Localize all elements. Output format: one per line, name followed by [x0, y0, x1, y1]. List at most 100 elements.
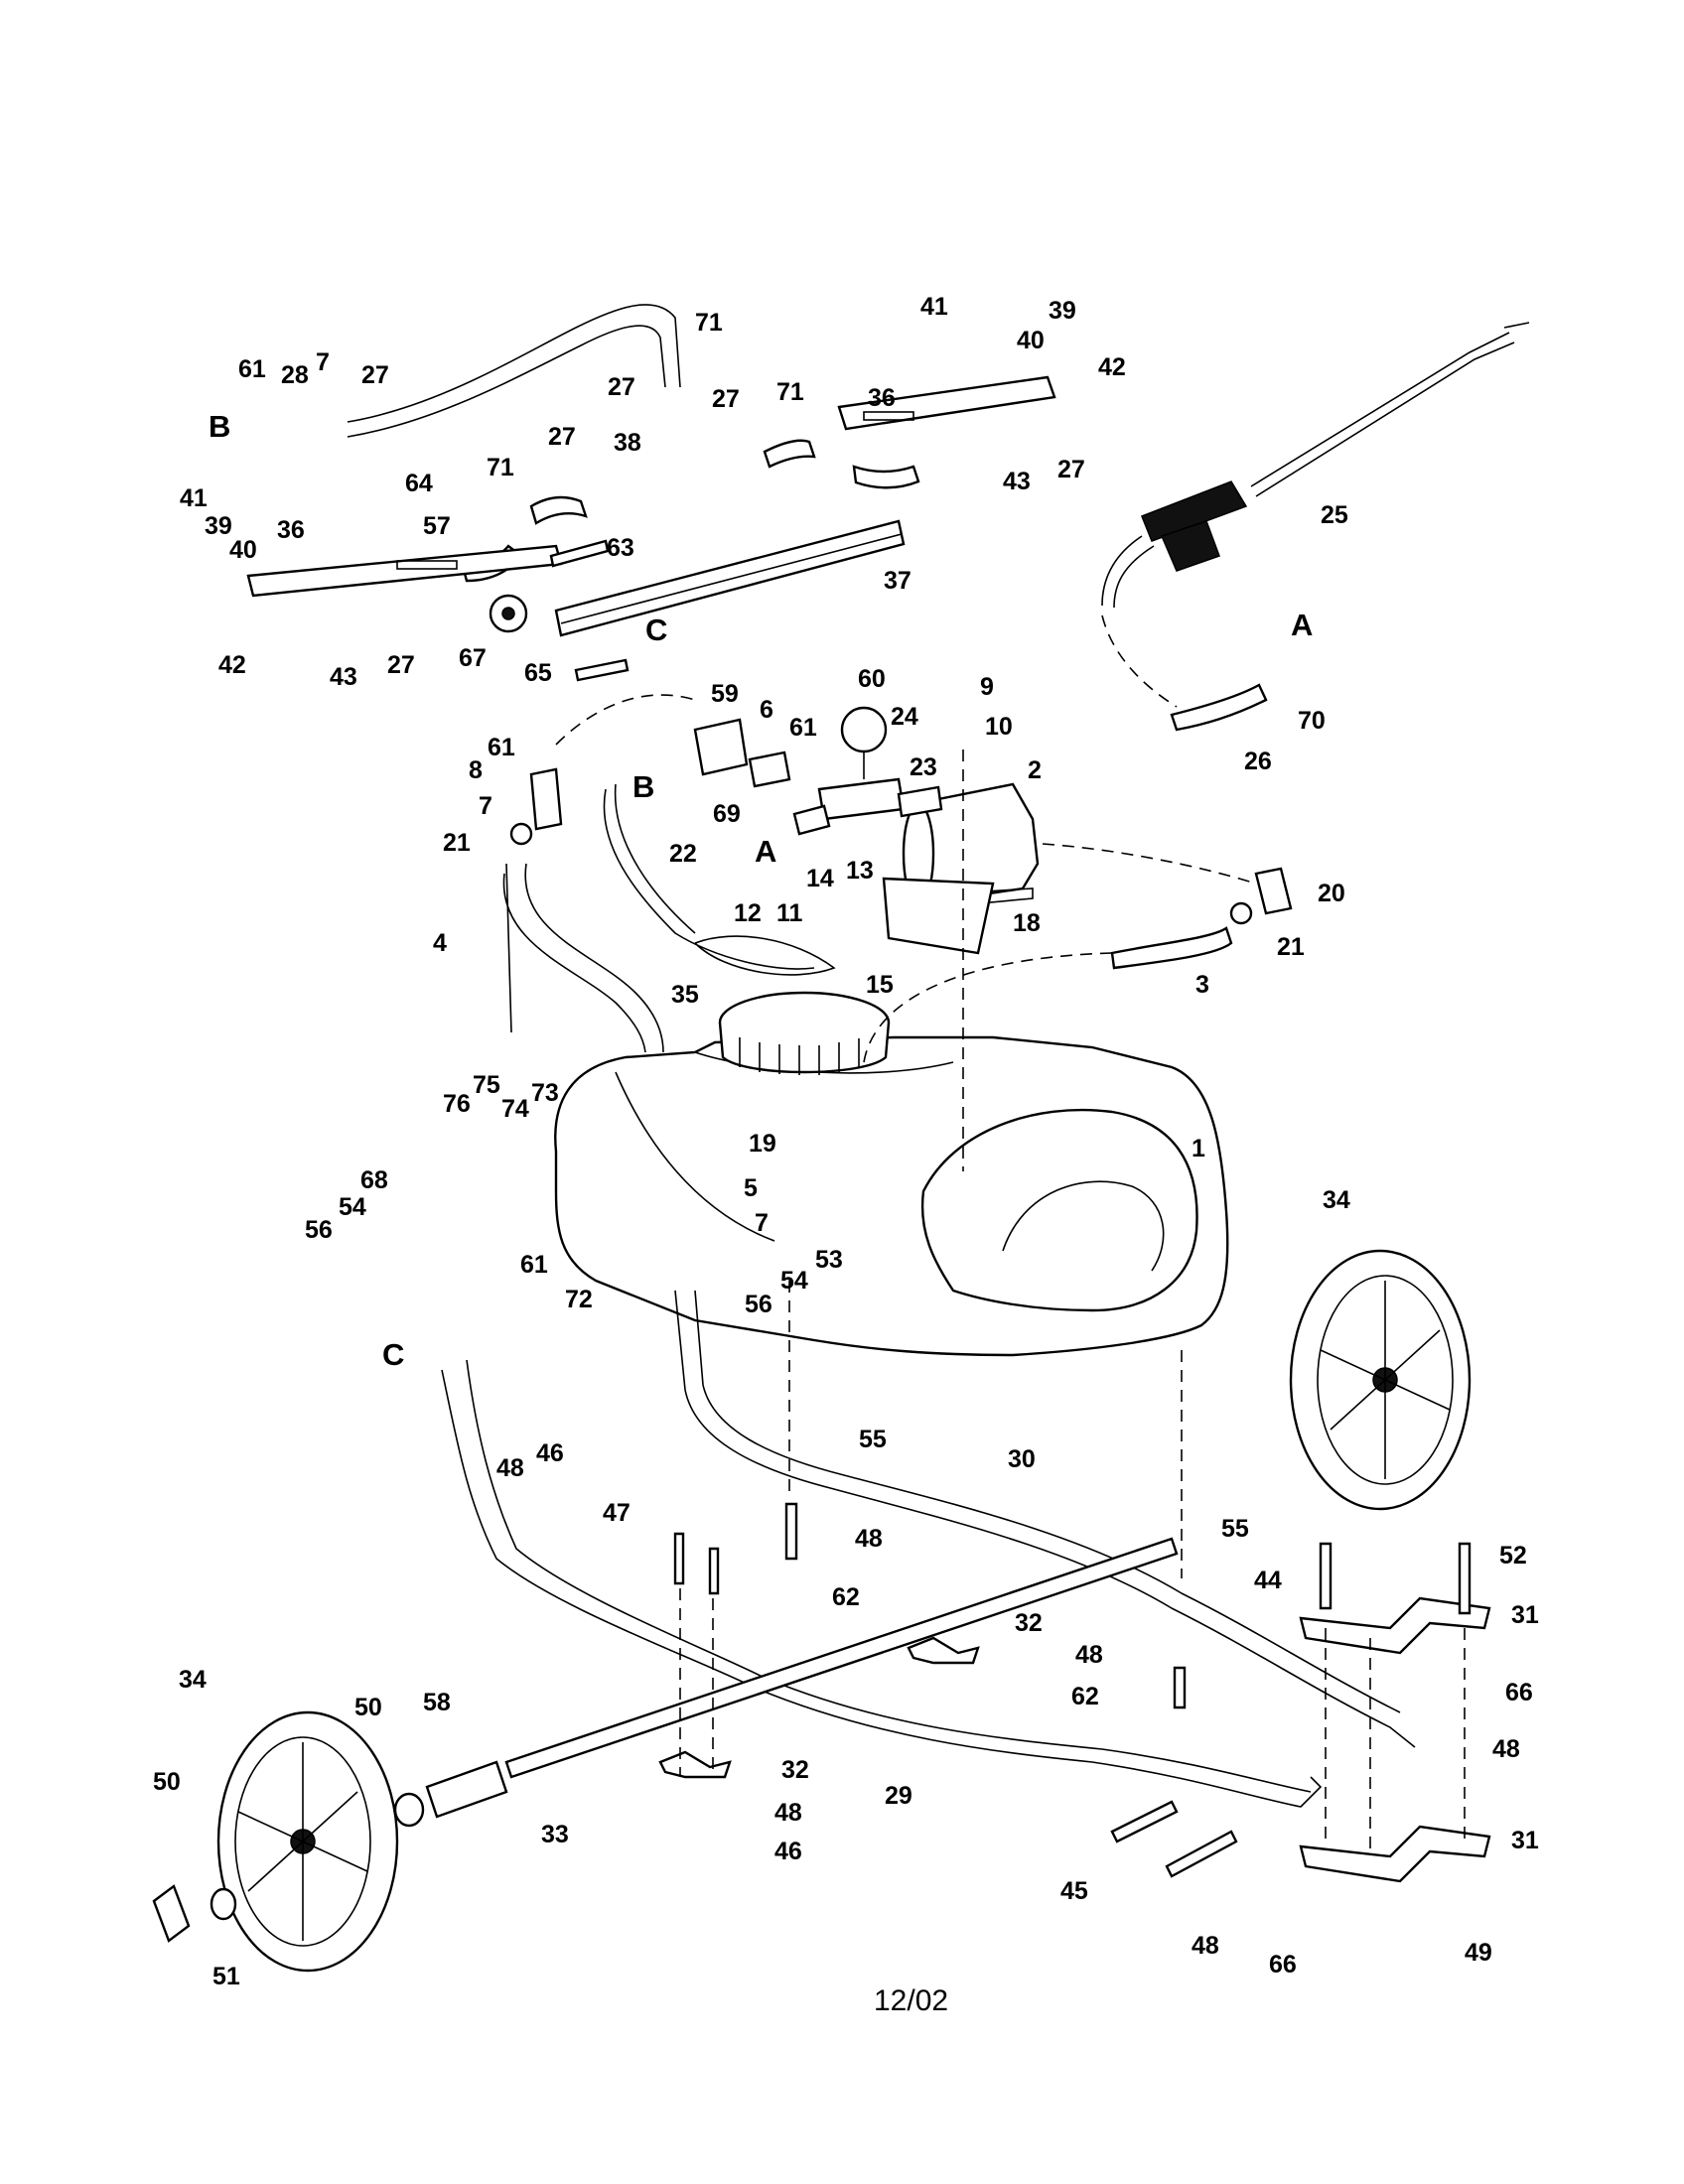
- callout-7: 7: [479, 792, 492, 820]
- fitting-8-7: [529, 767, 563, 831]
- reference-letter-C: C: [645, 613, 667, 647]
- callout-72: 72: [565, 1286, 593, 1313]
- callout-46: 46: [774, 1838, 802, 1865]
- callout-14: 14: [806, 865, 834, 892]
- callout-68: 68: [360, 1166, 388, 1194]
- callout-54: 54: [780, 1267, 808, 1295]
- callout-62: 62: [832, 1583, 860, 1611]
- fitting-59: [693, 718, 749, 776]
- bolt-45-b: [1165, 1830, 1238, 1878]
- callout-63: 63: [607, 534, 634, 562]
- callout-42: 42: [1098, 353, 1126, 381]
- callout-27: 27: [1057, 456, 1085, 483]
- callout-65: 65: [524, 659, 552, 687]
- washer-50-b: [210, 1887, 237, 1921]
- hose-71-top: [347, 304, 681, 438]
- callout-5: 5: [744, 1174, 758, 1202]
- callout-32: 32: [1015, 1609, 1043, 1637]
- cap-51: [152, 1884, 191, 1943]
- callout-57: 57: [423, 512, 451, 540]
- hose-26: [1170, 683, 1268, 732]
- callout-73: 73: [531, 1079, 559, 1107]
- callout-43: 43: [330, 663, 357, 691]
- callout-35: 35: [671, 981, 699, 1009]
- callout-59: 59: [711, 680, 739, 708]
- callout-23: 23: [910, 753, 937, 781]
- bracket-32-bottom: [658, 1750, 732, 1779]
- callout-4: 4: [433, 929, 447, 957]
- callout-26: 26: [1244, 748, 1272, 775]
- callout-6: 6: [760, 696, 773, 724]
- hose-71-middle: [529, 495, 588, 525]
- callout-71: 71: [776, 378, 804, 406]
- wheel-34-right-spokes: [1320, 1281, 1451, 1479]
- callout-55: 55: [1221, 1515, 1249, 1543]
- callout-71: 71: [695, 309, 723, 337]
- callout-61: 61: [488, 734, 515, 761]
- callout-11: 11: [776, 899, 803, 927]
- callout-32: 32: [781, 1756, 809, 1784]
- reference-letter-B: B: [632, 769, 654, 804]
- callout-46: 46: [536, 1439, 564, 1467]
- callout-29: 29: [885, 1782, 912, 1810]
- bracket-36-right: [837, 375, 1056, 431]
- callout-47: 47: [603, 1499, 631, 1527]
- bracket-32-top: [907, 1636, 980, 1665]
- bolt-47-b: [708, 1547, 720, 1595]
- callout-41: 41: [180, 484, 208, 512]
- fitting-69: [792, 804, 831, 836]
- washer-50-a: [393, 1792, 425, 1828]
- callout-27: 27: [548, 423, 576, 451]
- elbow-20: [1254, 867, 1293, 915]
- callout-2: 2: [1028, 756, 1042, 784]
- callout-18: 18: [1013, 909, 1041, 937]
- callout-38: 38: [614, 429, 641, 457]
- callout-24: 24: [891, 703, 918, 731]
- dashed-hose-26: [1101, 614, 1178, 708]
- dashed-hose-3: [863, 952, 1113, 1063]
- callout-41: 41: [920, 293, 948, 321]
- hose-3: [1110, 926, 1233, 970]
- bolt-47-a: [673, 1532, 685, 1585]
- callout-7: 7: [316, 348, 330, 376]
- callout-30: 30: [1008, 1445, 1036, 1473]
- bolt-62-b: [1173, 1666, 1187, 1709]
- clamp-21-left: [509, 822, 533, 846]
- bracket-36-left-slot: [396, 560, 458, 570]
- callout-74: 74: [501, 1095, 529, 1123]
- cap-35-body: [718, 1022, 891, 1074]
- callout-66: 66: [1505, 1679, 1533, 1706]
- reference-letter-B: B: [209, 409, 230, 444]
- clamp-21-right: [1229, 901, 1253, 925]
- callout-36: 36: [277, 516, 305, 544]
- callout-40: 40: [1017, 327, 1045, 354]
- bracket-31-bottom: [1299, 1825, 1491, 1883]
- bolt-65: [574, 658, 630, 682]
- callout-27: 27: [712, 385, 740, 413]
- callout-50: 50: [354, 1694, 382, 1721]
- tank-1-pad: [920, 1108, 1198, 1312]
- callout-34: 34: [179, 1666, 207, 1694]
- callout-58: 58: [423, 1689, 451, 1716]
- dashed-guide-brackets: [1325, 1628, 1466, 1851]
- callout-1: 1: [1192, 1135, 1205, 1162]
- callout-56: 56: [745, 1291, 772, 1318]
- reference-letter-A: A: [1291, 608, 1313, 642]
- gauge-60: [840, 706, 888, 753]
- callout-3: 3: [1195, 971, 1209, 999]
- cap-35-ribs: [739, 1037, 860, 1075]
- tank-1-pad-inner: [1002, 1180, 1165, 1272]
- callout-25: 25: [1321, 501, 1348, 529]
- trigger-25: [1160, 520, 1220, 572]
- callout-36: 36: [868, 384, 896, 412]
- callout-55: 55: [859, 1426, 887, 1453]
- bracket-18: [882, 877, 995, 955]
- callout-8: 8: [469, 756, 483, 784]
- callout-48: 48: [1492, 1735, 1520, 1763]
- callout-19: 19: [749, 1130, 776, 1158]
- callout-61: 61: [789, 714, 817, 742]
- callout-34: 34: [1323, 1186, 1350, 1214]
- frame-30: [674, 1290, 1416, 1748]
